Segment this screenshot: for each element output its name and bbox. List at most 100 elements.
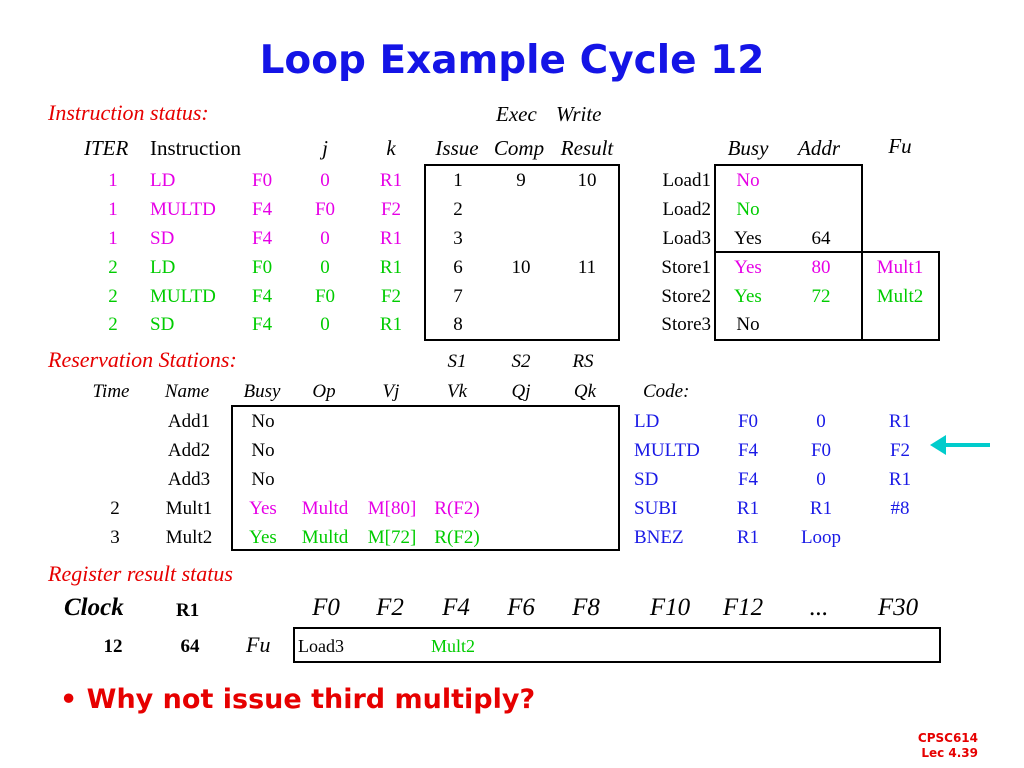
- rs-header: RS: [572, 351, 594, 372]
- instr-iter: 1: [108, 228, 118, 249]
- page-title: Loop Example Cycle 12: [259, 38, 765, 83]
- instr-issue: 3: [453, 228, 463, 249]
- instr-op: MULTD: [150, 199, 216, 220]
- instr-dest: F4: [252, 199, 273, 220]
- instr-dest: F0: [252, 170, 273, 191]
- buffer-addr: 80: [811, 257, 831, 278]
- instr-k: R1: [379, 257, 403, 278]
- r1-value: 64: [180, 636, 200, 657]
- instr-iter: 2: [108, 257, 118, 278]
- instr-j: 0: [320, 257, 330, 278]
- reg-name: F2: [376, 594, 404, 621]
- instr-iter: 2: [108, 286, 118, 307]
- reg-fu-value: Load3: [298, 636, 344, 656]
- busy-header-rs: Busy: [243, 381, 281, 402]
- addr-header: Addr: [798, 136, 840, 160]
- reg-fu-value: Mult2: [431, 636, 476, 656]
- instr-k: F2: [380, 286, 402, 307]
- r1-label: R1: [176, 600, 200, 621]
- write-label: Write: [556, 102, 602, 126]
- reg-name: F4: [442, 594, 470, 621]
- rs-busy: Yes: [249, 527, 277, 548]
- rs-name: Mult1: [165, 498, 213, 519]
- instr-result: 11: [577, 257, 597, 278]
- reservation-stations-box: [231, 405, 620, 551]
- s2-header: S2: [511, 351, 531, 372]
- instr-op: LD: [150, 257, 176, 278]
- busy-header: Busy: [727, 136, 769, 160]
- instr-issue: 7: [453, 286, 463, 307]
- code-arg1: R1: [736, 527, 760, 548]
- code-header: Code:: [643, 381, 690, 402]
- rs-busy: No: [251, 411, 275, 432]
- instr-k: R1: [379, 170, 403, 191]
- instr-comp: 9: [516, 170, 526, 191]
- instr-op: SD: [150, 314, 175, 335]
- result-header: Result: [560, 136, 614, 160]
- rs-busy: Yes: [249, 498, 277, 519]
- code-op: MULTD: [634, 440, 700, 461]
- instr-op: SD: [150, 228, 175, 249]
- rs-op: Multd: [301, 527, 349, 548]
- exec-label: Exec: [496, 102, 537, 126]
- store-box: [714, 251, 940, 341]
- code-arg3: F2: [889, 440, 911, 461]
- instr-issue: 6: [453, 257, 463, 278]
- reg-name: F12: [722, 594, 764, 621]
- op-header: Op: [312, 381, 336, 402]
- vj-header: Vj: [382, 381, 400, 402]
- j-header: j: [322, 136, 328, 160]
- clock-label: Clock: [64, 594, 124, 621]
- code-op: LD: [634, 411, 660, 432]
- rs-name: Add1: [167, 411, 211, 432]
- rs-busy: No: [251, 469, 275, 490]
- reservation-stations-label: Reservation Stations:: [48, 347, 237, 372]
- instr-iter: 1: [108, 199, 118, 220]
- reg-name: ...: [809, 594, 829, 621]
- instr-j: 0: [320, 228, 330, 249]
- buffer-busy: Yes: [734, 228, 762, 249]
- rs-vk: R(F2): [434, 498, 480, 519]
- code-arg1: R1: [736, 498, 760, 519]
- rs-vj: M[80]: [367, 498, 417, 519]
- code-arg3: R1: [888, 411, 912, 432]
- instr-iter: 1: [108, 170, 118, 191]
- question-bullet: • Why not issue third multiply?: [60, 684, 536, 715]
- code-arg1: F0: [737, 411, 759, 432]
- rs-vj: M[72]: [367, 527, 417, 548]
- code-arg2: R1: [809, 498, 833, 519]
- footer-course: CPSC614: [917, 731, 978, 745]
- instruction-header: Instruction: [150, 136, 241, 160]
- instr-op: LD: [150, 170, 176, 191]
- qk-header: Qk: [573, 381, 597, 402]
- instr-result: 10: [577, 170, 597, 191]
- reg-name: F10: [649, 594, 691, 621]
- reg-name: F30: [877, 594, 919, 621]
- code-arg2: Loop: [800, 527, 842, 548]
- buffer-fu: Mult2: [876, 286, 924, 307]
- rs-time: 2: [110, 498, 120, 519]
- instr-k: R1: [379, 228, 403, 249]
- instr-dest: F0: [252, 257, 273, 278]
- rs-vk: R(F2): [434, 527, 480, 548]
- footer-lecture: Lec 4.39: [921, 746, 978, 760]
- code-arg1: F4: [737, 469, 759, 490]
- instr-k: F2: [380, 199, 402, 220]
- instr-issue: 8: [453, 314, 463, 335]
- code-op: SUBI: [634, 498, 678, 519]
- buffer-name: Load3: [662, 228, 711, 249]
- fu-label: Fu: [246, 632, 271, 657]
- code-arg2: F0: [810, 440, 832, 461]
- left-arrow-icon: [930, 435, 990, 455]
- code-arg2: 0: [816, 411, 826, 432]
- buffer-addr: 64: [811, 228, 831, 249]
- name-header: Name: [164, 381, 210, 402]
- rs-busy: No: [251, 440, 275, 461]
- rs-name: Add2: [167, 440, 211, 461]
- buffer-addr: 72: [811, 286, 831, 307]
- code-op: SD: [634, 469, 659, 490]
- k-header: k: [386, 136, 396, 160]
- instr-op: MULTD: [150, 286, 216, 307]
- clock-value: 12: [103, 636, 123, 657]
- time-header: Time: [92, 381, 130, 402]
